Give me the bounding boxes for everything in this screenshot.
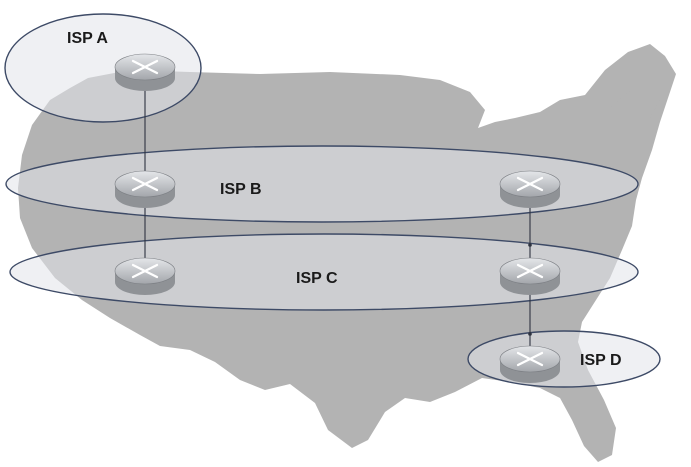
isp-a-region [4, 13, 202, 123]
isp-a-label: ISP A [67, 30, 108, 47]
router-icon [113, 52, 177, 93]
isp-b-label: ISP B [220, 181, 262, 198]
isp-d-region [467, 330, 661, 388]
router-icon [498, 344, 562, 385]
isp-d-label: ISP D [580, 352, 622, 369]
router-icon [113, 169, 177, 210]
link-junction [528, 243, 532, 247]
isp-c-region [9, 233, 639, 311]
router-icon [113, 256, 177, 297]
router-icon [498, 169, 562, 210]
link-junction [528, 332, 532, 336]
router-icon [498, 256, 562, 297]
isp-c-label: ISP C [296, 270, 338, 287]
